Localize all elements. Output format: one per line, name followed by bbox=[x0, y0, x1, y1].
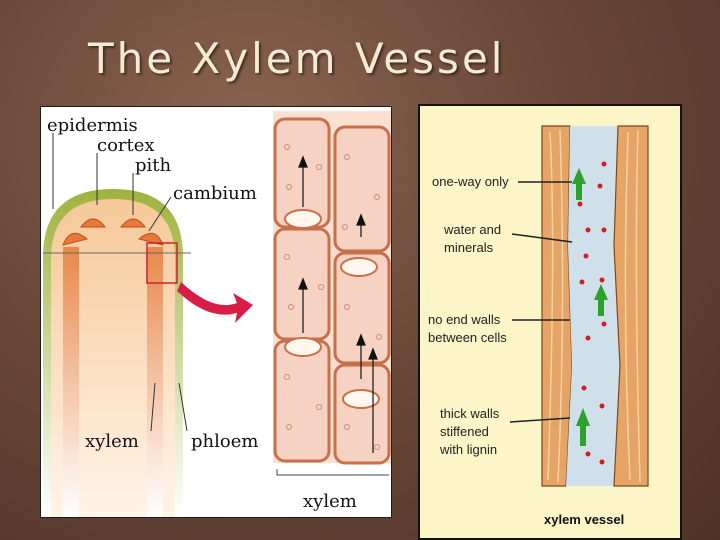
label-xylem-cells: xylem bbox=[303, 491, 357, 512]
vessel-wall-right bbox=[613, 125, 649, 487]
vessel-lumen bbox=[566, 126, 620, 486]
vessel-diagram: one-way only water and minerals no end w… bbox=[428, 125, 649, 527]
xylem-cells bbox=[273, 111, 391, 476]
label-thick-2: stiffened bbox=[440, 424, 489, 439]
label-epidermis: epidermis bbox=[47, 115, 138, 136]
mineral-dots bbox=[577, 161, 607, 465]
label-cortex: cortex bbox=[97, 135, 155, 156]
stem-diagram: epidermis cortex pith cambium xylem phlo… bbox=[43, 111, 391, 517]
label-no-end-2: between cells bbox=[428, 330, 507, 345]
label-thick-1: thick walls bbox=[440, 406, 500, 421]
stem-diagram-panel: epidermis cortex pith cambium xylem phlo… bbox=[40, 106, 392, 518]
vascular-strip bbox=[63, 247, 79, 517]
vascular-bundle bbox=[79, 218, 107, 228]
label-cambium: cambium bbox=[173, 183, 257, 204]
label-phloem: phloem bbox=[191, 431, 258, 452]
vessel-wall-left bbox=[541, 125, 573, 487]
label-thick-3: with lignin bbox=[439, 442, 497, 457]
vascular-strip bbox=[147, 247, 163, 517]
label-vessel-caption: xylem vessel bbox=[544, 512, 624, 527]
label-one-way: one-way only bbox=[432, 174, 509, 189]
flow-arrows bbox=[572, 168, 608, 446]
label-water-2: minerals bbox=[444, 240, 494, 255]
label-no-end-1: no end walls bbox=[428, 312, 501, 327]
label-xylem: xylem bbox=[85, 431, 139, 452]
vascular-bundle bbox=[119, 218, 147, 228]
vascular-bundle bbox=[62, 232, 89, 246]
label-water-1: water and bbox=[443, 222, 501, 237]
stem-section bbox=[43, 189, 191, 517]
pointer-arrow bbox=[177, 282, 253, 323]
slide-title: The Xylem Vessel bbox=[88, 34, 506, 83]
highlight-box bbox=[146, 242, 178, 284]
vessel-diagram-panel: one-way only water and minerals no end w… bbox=[418, 104, 682, 540]
label-pith: pith bbox=[135, 155, 172, 176]
vascular-bundle bbox=[137, 232, 164, 246]
